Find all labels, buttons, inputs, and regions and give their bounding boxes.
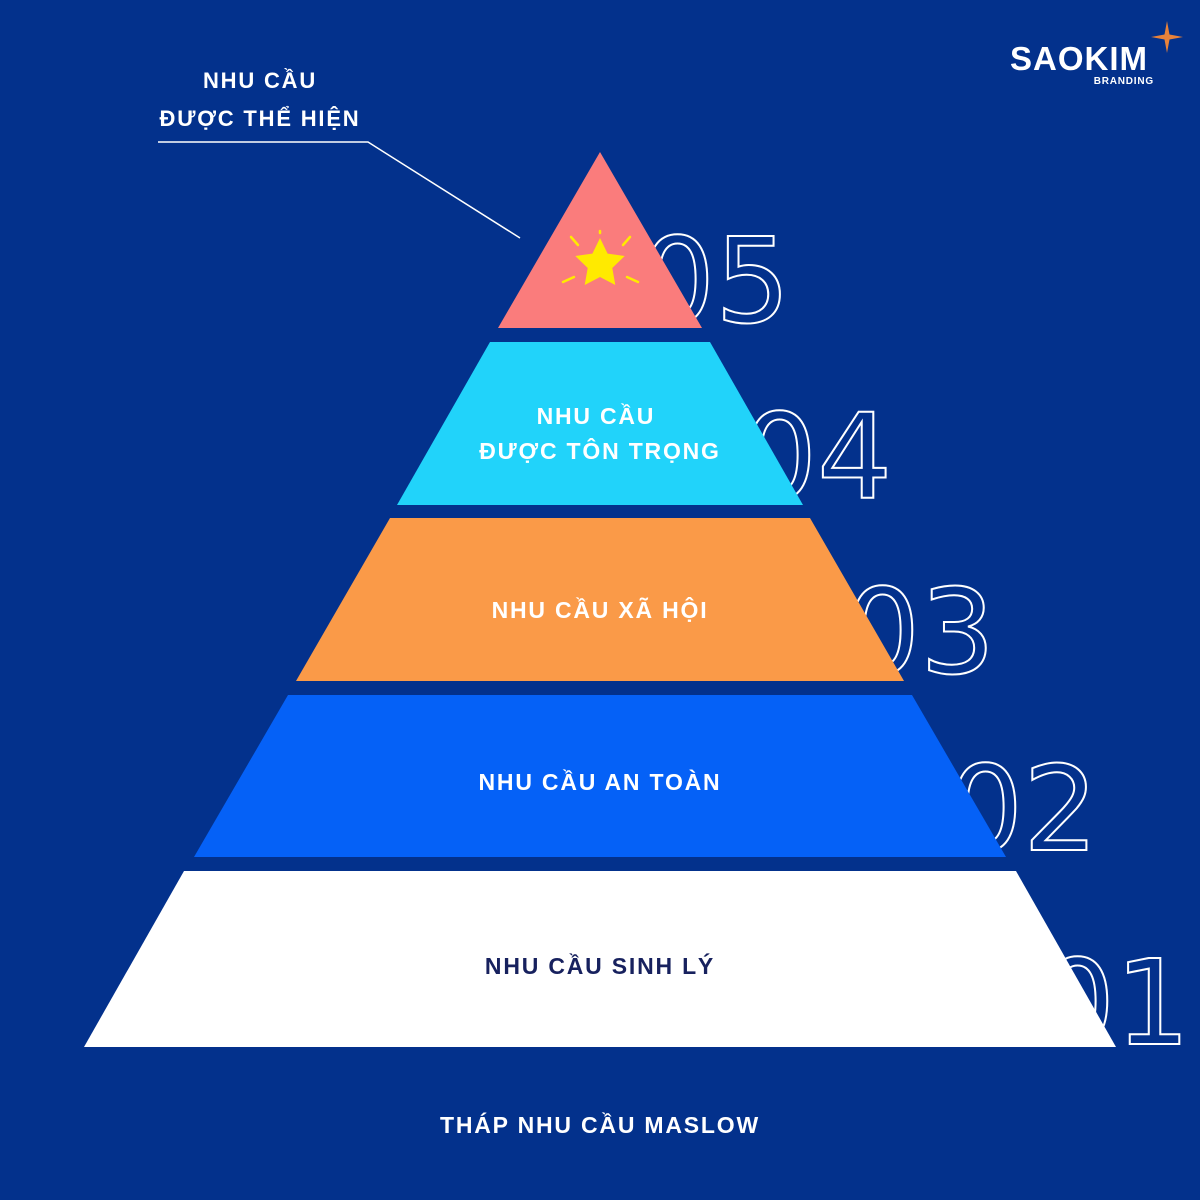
callout-line-2: ĐƯỢC THỂ HIỆN	[159, 106, 361, 131]
tier-3-social	[296, 518, 904, 681]
star-icon	[561, 229, 640, 285]
callout-line-1: NHU CẦU	[202, 68, 318, 93]
tier-3-label: NHU CẦU XÃ HỘI	[492, 596, 709, 623]
logo-tagline: BRANDING	[1093, 76, 1154, 87]
saokim-logo: SAOKIM BRANDING	[1010, 21, 1183, 90]
tier-4-esteem	[397, 342, 803, 505]
tier-4-label: NHU CẦU ĐƯỢC TÔN TRỌNG	[479, 402, 721, 464]
diagram-caption: THÁP NHU CẦU MASLOW	[440, 1112, 760, 1138]
top-tier-callout: NHU CẦU ĐƯỢC THỂ HIỆN	[130, 62, 390, 138]
callout-leader-line	[158, 141, 521, 239]
tier-2-label: NHU CẦU AN TOÀN	[479, 768, 722, 795]
tier-1-physiological	[84, 871, 1116, 1047]
tier-2-safety	[194, 695, 1006, 857]
logo-wordmark: SAOKIM	[1010, 40, 1148, 77]
tier-1-label: NHU CẦU SINH LÝ	[485, 952, 715, 979]
logo-star-icon	[1151, 21, 1183, 53]
